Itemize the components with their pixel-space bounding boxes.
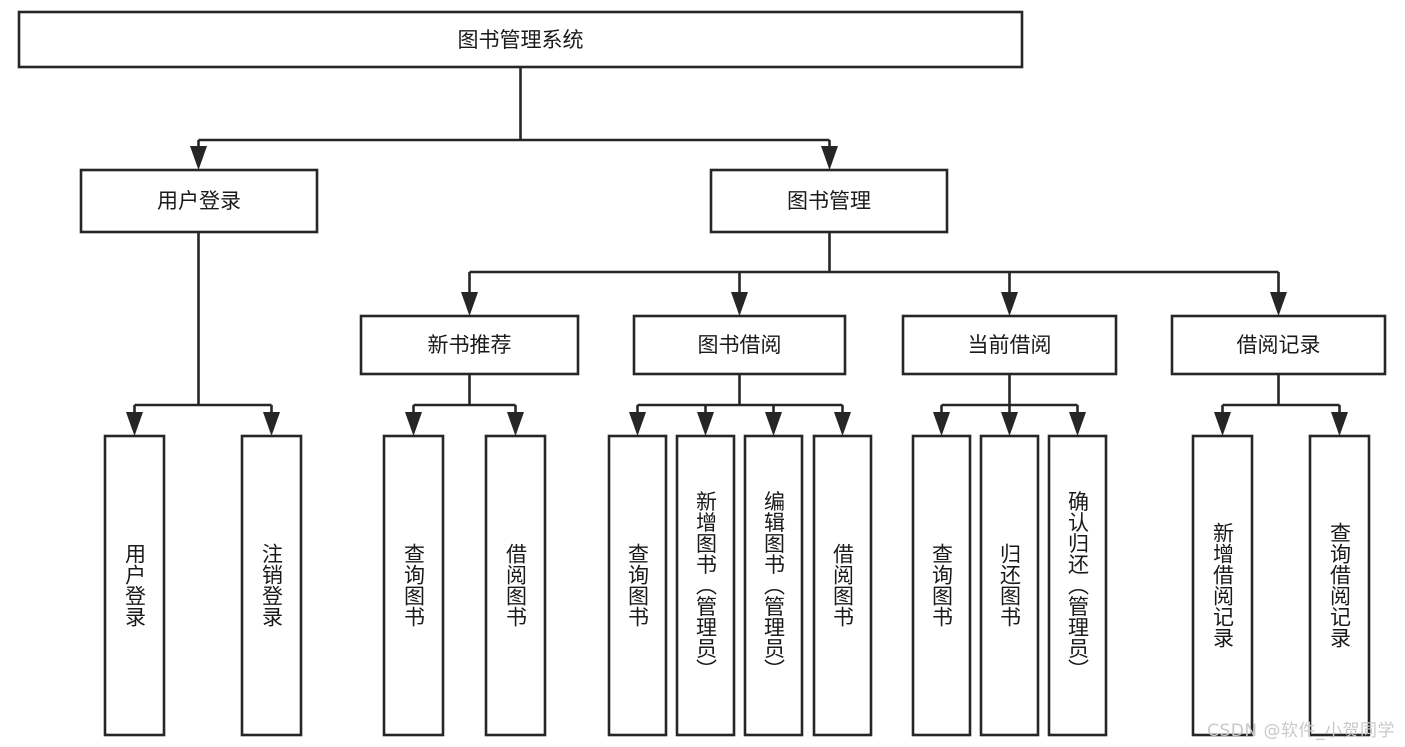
node-new-book-rec-box[interactable] (359, 314, 580, 376)
node-leaf-user-login-label: 用户登录 (123, 543, 147, 627)
node-leaf-query-book-b[interactable]: 查询图书 (607, 434, 668, 737)
node-leaf-query-book-a[interactable]: 查询图书 (382, 434, 445, 737)
node-borrow-record[interactable]: 借阅记录 (1170, 314, 1387, 376)
node-borrow-record-label: 借阅记录 (1237, 333, 1321, 357)
node-current-borrow-label: 当前借阅 (968, 333, 1052, 357)
node-leaf-add-record-box[interactable] (1191, 434, 1254, 737)
arrow-to-current-borrow (1001, 292, 1018, 316)
arrow-to-b-book-b (834, 412, 851, 436)
node-current-borrow-box[interactable] (901, 314, 1118, 376)
node-user-login-box[interactable] (79, 168, 319, 234)
arrow-to-q-book-c (933, 412, 950, 436)
arrow-to-new-book-rec (461, 292, 478, 316)
node-user-login[interactable]: 用户登录 (79, 168, 319, 234)
node-leaf-borrow-book-b[interactable]: 借阅图书 (812, 434, 873, 737)
node-leaf-borrow-book-b-box[interactable] (812, 434, 873, 737)
node-book-manage[interactable]: 图书管理 (709, 168, 949, 234)
node-leaf-confirm-return-box[interactable] (1047, 434, 1108, 737)
arrow-to-add-record (1214, 412, 1231, 436)
node-leaf-query-book-c-label: 查询图书 (930, 543, 954, 627)
node-root-box[interactable] (17, 10, 1024, 69)
nodes-layer: 图书管理系统 用户登录 图书管理 新书推荐 图书借阅 (17, 10, 1387, 737)
node-borrow-record-box[interactable] (1170, 314, 1387, 376)
arrow-to-add-book (697, 412, 714, 436)
node-leaf-query-book-b-label: 查询图书 (626, 543, 650, 627)
node-leaf-query-book-a-box[interactable] (382, 434, 445, 737)
arrow-to-query-record (1331, 412, 1348, 436)
arrow-to-leaf-user-login (126, 412, 143, 436)
node-leaf-borrow-book-b-label: 借阅图书 (831, 543, 855, 627)
node-leaf-return-book-label: 归还图书 (998, 543, 1022, 627)
node-leaf-query-record-label: 查询借阅记录 (1328, 522, 1352, 648)
node-root[interactable]: 图书管理系统 (17, 10, 1024, 69)
arrow-to-confirm-return (1069, 412, 1086, 436)
node-leaf-edit-book-box[interactable] (743, 434, 804, 737)
node-leaf-add-book[interactable]: 新增图书（管理员） (675, 434, 736, 737)
node-root-label: 图书管理系统 (458, 28, 584, 52)
node-leaf-logout[interactable]: 注销登录 (240, 434, 303, 737)
node-leaf-add-record-label: 新增借阅记录 (1211, 522, 1235, 648)
node-leaf-query-record-box[interactable] (1308, 434, 1371, 737)
node-book-borrow-box[interactable] (632, 314, 847, 376)
node-leaf-user-login[interactable]: 用户登录 (103, 434, 166, 737)
node-leaf-add-record[interactable]: 新增借阅记录 (1191, 434, 1254, 737)
node-book-manage-box[interactable] (709, 168, 949, 234)
arrow-to-leaf-logout (263, 412, 280, 436)
node-leaf-query-book-c[interactable]: 查询图书 (911, 434, 972, 737)
arrow-to-user-login (190, 146, 207, 170)
node-leaf-add-book-box[interactable] (675, 434, 736, 737)
node-leaf-return-book[interactable]: 归还图书 (979, 434, 1040, 737)
node-leaf-logout-box[interactable] (240, 434, 303, 737)
csdn-watermark: CSDN @软件_小贺同学 (1207, 721, 1395, 741)
arrow-to-q-book-a (405, 412, 422, 436)
node-book-borrow-label: 图书借阅 (698, 333, 782, 357)
node-book-borrow[interactable]: 图书借阅 (632, 314, 847, 376)
edges-layer (126, 67, 1348, 436)
arrow-to-q-book-b (629, 412, 646, 436)
node-leaf-confirm-return[interactable]: 确认归还（管理员） (1047, 434, 1108, 737)
node-leaf-confirm-return-label: 确认归还（管理员） (1066, 491, 1090, 680)
node-leaf-borrow-book-a[interactable]: 借阅图书 (484, 434, 547, 737)
node-leaf-query-record[interactable]: 查询借阅记录 (1308, 434, 1371, 737)
node-new-book-rec-label: 新书推荐 (428, 333, 512, 357)
node-leaf-query-book-a-label: 查询图书 (402, 543, 426, 627)
node-new-book-rec[interactable]: 新书推荐 (359, 314, 580, 376)
node-leaf-add-book-label: 新增图书（管理员） (694, 491, 718, 680)
arrow-to-edit-book (765, 412, 782, 436)
node-leaf-edit-book-label: 编辑图书（管理员） (762, 491, 786, 680)
arrow-to-book-borrow (731, 292, 748, 316)
node-current-borrow[interactable]: 当前借阅 (901, 314, 1118, 376)
node-leaf-query-book-b-box[interactable] (607, 434, 668, 737)
arrow-to-b-book-a (507, 412, 524, 436)
node-leaf-query-book-c-box[interactable] (911, 434, 972, 737)
node-user-login-label: 用户登录 (157, 189, 241, 213)
node-leaf-return-book-box[interactable] (979, 434, 1040, 737)
node-leaf-borrow-book-a-box[interactable] (484, 434, 547, 737)
node-leaf-logout-label: 注销登录 (260, 543, 284, 627)
node-leaf-user-login-box[interactable] (103, 434, 166, 737)
arrow-to-borrow-record (1270, 292, 1287, 316)
node-book-manage-label: 图书管理 (787, 189, 871, 213)
arrow-to-return-book (1001, 412, 1018, 436)
node-leaf-borrow-book-a-label: 借阅图书 (504, 543, 528, 627)
arrow-to-book-manage (821, 146, 838, 170)
node-leaf-edit-book[interactable]: 编辑图书（管理员） (743, 434, 804, 737)
